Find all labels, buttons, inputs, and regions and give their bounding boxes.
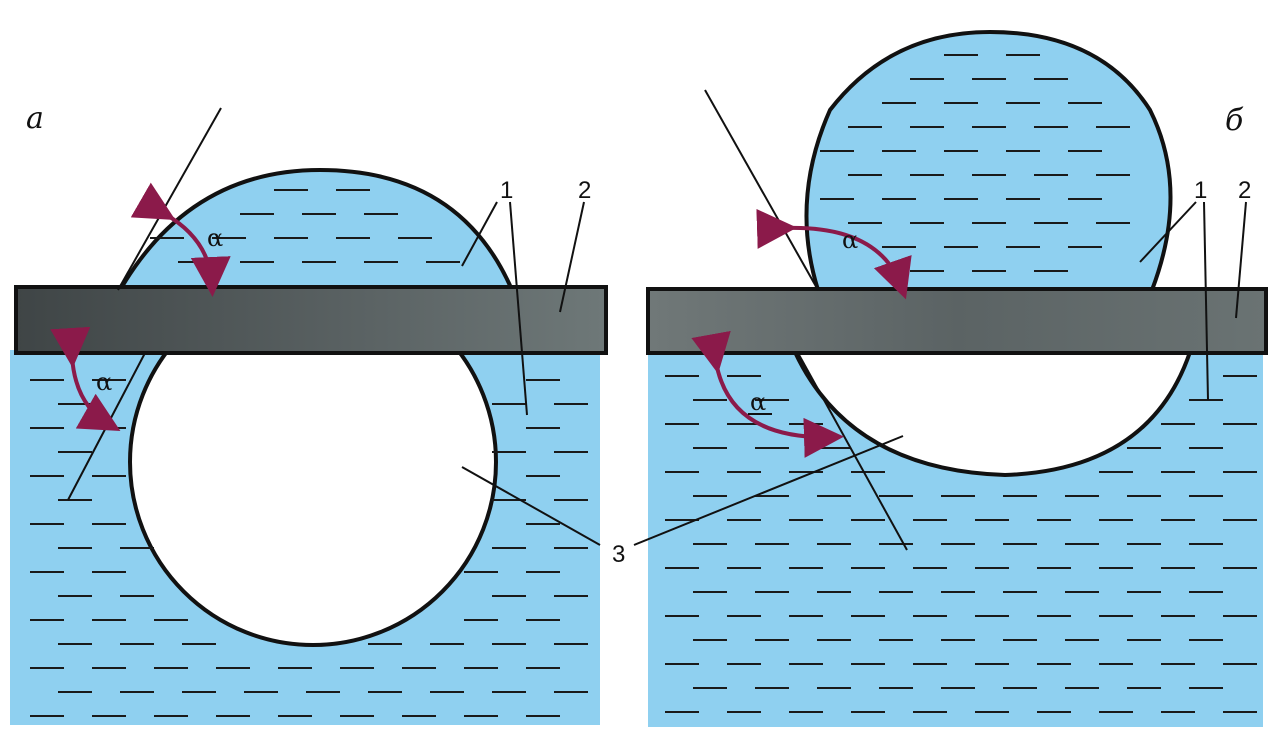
panel-a: α α а 1 2 3: [10, 101, 625, 725]
panel-b: α α б 1 2: [633, 29, 1268, 727]
callout-label-3: 3: [612, 541, 625, 568]
angle-label-b-top: α: [842, 226, 858, 254]
plate-b: [646, 287, 1268, 355]
angle-arrow-a-bottom: [50, 326, 121, 431]
angle-arrow-a-top: [130, 182, 231, 297]
callout-label-b-2: 2: [1238, 177, 1251, 204]
callout-line-b-1a: [1139, 201, 1197, 263]
panel-label-b: б: [1225, 103, 1244, 138]
angle-arrow-b-bottom: [691, 330, 844, 458]
tangent-line-b-top: [704, 89, 819, 291]
angle-arrow-b-top: [756, 208, 912, 300]
callout-line-a-2: [559, 201, 585, 313]
callout-line-a-1a: [461, 201, 498, 267]
callout-label-a-2: 2: [578, 177, 591, 204]
callout-line-b-2: [1235, 201, 1247, 319]
panel-label-a: а: [26, 101, 44, 136]
callout-line-a-3: [461, 466, 601, 546]
angle-label-a-bottom: α: [96, 368, 112, 396]
callout-label-a-1: 1: [500, 177, 513, 204]
callout-line-b-3: [633, 435, 904, 546]
angle-label-a-top: α: [207, 224, 223, 252]
liquid-drop-b: [804, 29, 1173, 292]
callout-label-b-1: 1: [1194, 177, 1207, 204]
liquid-drop-a: [116, 167, 516, 292]
callout-line-b-1b: [1203, 201, 1209, 401]
callout-line-a-1b: [509, 201, 528, 416]
angle-label-b-bottom: α: [750, 388, 766, 416]
